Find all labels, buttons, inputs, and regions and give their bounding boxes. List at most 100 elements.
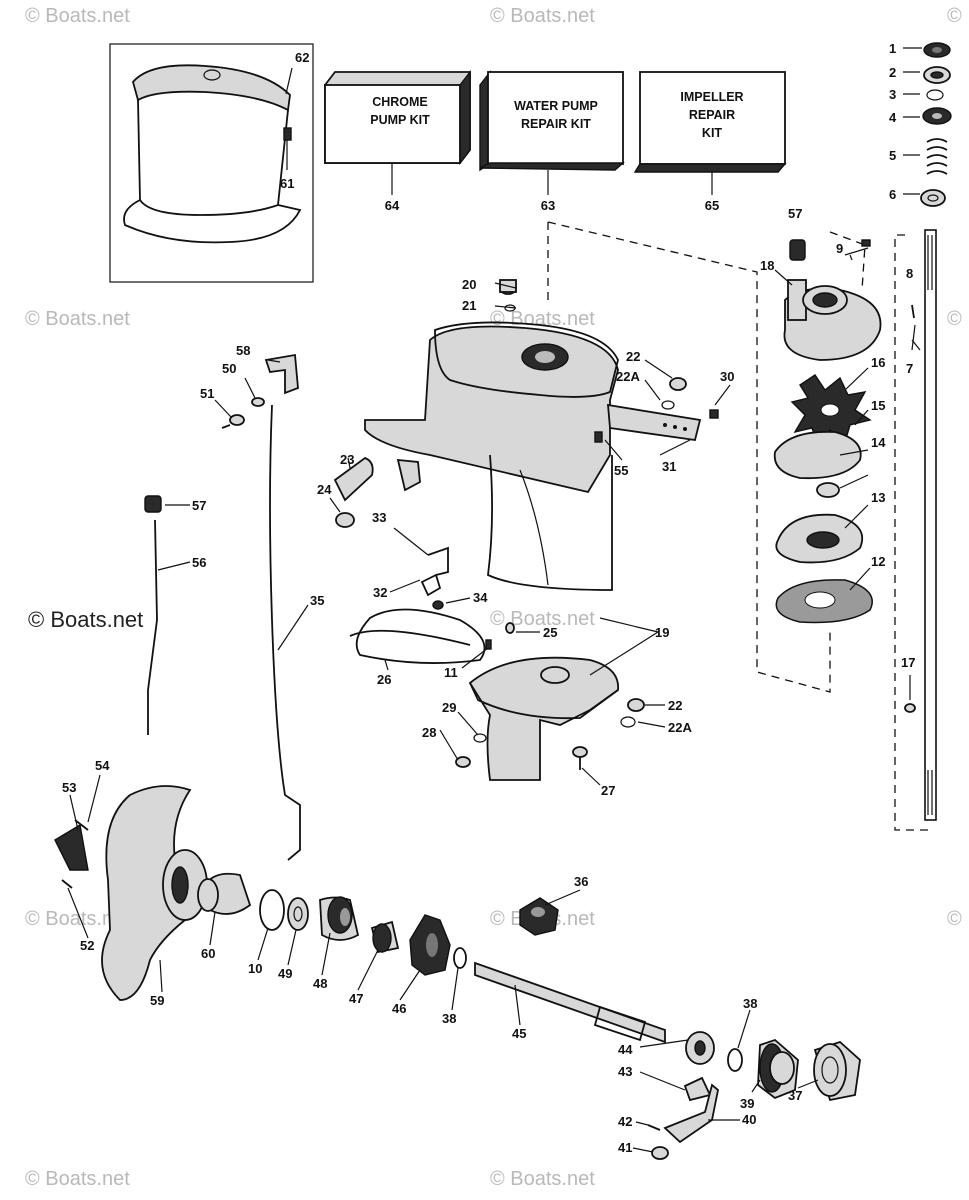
- watermark: © Boats.net: [490, 608, 595, 630]
- part-label: 38: [442, 1011, 456, 1026]
- part-labels: 62 61 1 2 3 4 5 6 7 8 9 57 18 16 15 14 1…: [62, 41, 915, 1155]
- shift-rod: [221, 353, 301, 861]
- part-label: 52: [80, 938, 94, 953]
- kit-label-line: REPAIR: [689, 108, 735, 122]
- part-label: 28: [422, 725, 436, 740]
- part-label: 62: [295, 50, 309, 65]
- propshaft-gear-train: [259, 889, 861, 1160]
- part-label: 6: [889, 187, 896, 202]
- watermark: ©: [947, 5, 962, 27]
- part-label: 8: [906, 266, 913, 281]
- exhaust-housing: [364, 321, 619, 591]
- watermark-main: © Boats.net: [28, 607, 143, 632]
- part-label: 54: [95, 758, 110, 773]
- part-label: 10: [248, 961, 262, 976]
- part-label: 32: [373, 585, 387, 600]
- part-label: 30: [720, 369, 734, 384]
- part-label: 22A: [668, 720, 692, 735]
- water-pump-group-outline: [547, 221, 866, 693]
- kit-label-line: IMPELLER: [680, 90, 743, 104]
- part-label: 42: [618, 1114, 632, 1129]
- watermark: © Boats.net: [490, 308, 595, 330]
- part-label: 22: [668, 698, 682, 713]
- watermark: ©: [947, 308, 962, 330]
- water-pump-assembly: [773, 239, 882, 624]
- part-label: 29: [442, 700, 456, 715]
- chrome-pump-housing-inset: [109, 43, 314, 283]
- part-label: 34: [473, 590, 488, 605]
- part-label: 57: [192, 498, 206, 513]
- part-label: 65: [705, 198, 719, 213]
- kit-label-line: CHROME: [372, 95, 428, 109]
- part-label: 36: [574, 874, 588, 889]
- propeller: [54, 785, 252, 1001]
- part-label: 4: [889, 110, 897, 125]
- part-label: 63: [541, 198, 555, 213]
- gearcase-fittings: [349, 546, 645, 770]
- leader-lines: [67, 47, 922, 1153]
- part-label: 1: [889, 41, 896, 56]
- watermark: © Boats.net: [25, 1168, 130, 1190]
- watermark: © Boats.net: [25, 5, 130, 27]
- gearcase: [468, 656, 619, 781]
- part-label: 43: [618, 1064, 632, 1079]
- watermark: © Boats.net: [490, 5, 595, 27]
- kit-label-line: REPAIR KIT: [521, 117, 591, 131]
- part-label: 9: [836, 241, 843, 256]
- part-label: 5: [889, 148, 896, 163]
- part-label: 49: [278, 966, 292, 981]
- chrome-pump-kit-box: CHROME PUMP KIT 64: [324, 69, 471, 213]
- part-label: 39: [740, 1096, 754, 1111]
- part-label: 3: [889, 87, 896, 102]
- kit-label-line: WATER PUMP: [514, 99, 598, 113]
- kit-label-line: KIT: [702, 126, 723, 140]
- impeller-repair-kit-box: IMPELLER REPAIR KIT 65: [633, 71, 787, 213]
- part-label: 53: [62, 780, 76, 795]
- part-label: 48: [313, 976, 327, 991]
- part-label: 11: [444, 665, 458, 680]
- part-label: 33: [372, 510, 386, 525]
- part-label: 56: [192, 555, 206, 570]
- part-label: 22: [626, 349, 640, 364]
- part-label: 50: [222, 361, 236, 376]
- part-label: 23: [340, 452, 354, 467]
- part-label: 17: [901, 655, 915, 670]
- part-label: 46: [392, 1001, 406, 1016]
- part-label: 2: [889, 65, 896, 80]
- part-label: 35: [310, 593, 324, 608]
- watermark: © Boats.net: [490, 1168, 595, 1190]
- part-label: 7: [906, 361, 913, 376]
- watermark: © Boats.net: [25, 908, 130, 930]
- part-label: 13: [871, 490, 885, 505]
- part-label: 19: [655, 625, 669, 640]
- part-label: 16: [871, 355, 885, 370]
- part-label: 22A: [616, 369, 640, 384]
- part-label: 25: [543, 625, 557, 640]
- part-label: 51: [200, 386, 214, 401]
- part-label: 57: [788, 206, 802, 221]
- driveshaft: [894, 229, 937, 831]
- part-label: 58: [236, 343, 250, 358]
- part-label: 26: [377, 672, 391, 687]
- kit-label-line: PUMP KIT: [370, 113, 430, 127]
- part-label: 64: [385, 198, 400, 213]
- watermark: ©: [947, 908, 962, 930]
- part-label: 37: [788, 1088, 802, 1103]
- part-label: 41: [618, 1140, 632, 1155]
- part-label: 60: [201, 946, 215, 961]
- part-label: 55: [614, 463, 628, 478]
- part-label: 45: [512, 1026, 526, 1041]
- part-label: 38: [743, 996, 757, 1011]
- part-label: 18: [760, 258, 774, 273]
- part-label: 47: [349, 991, 363, 1006]
- part-label: 24: [317, 482, 332, 497]
- part-label: 61: [280, 176, 294, 191]
- part-label: 12: [871, 554, 885, 569]
- part-label: 31: [662, 459, 676, 474]
- part-label: 44: [618, 1042, 633, 1057]
- part-label: 27: [601, 783, 615, 798]
- part-label: 15: [871, 398, 885, 413]
- water-pump-repair-kit-box: WATER PUMP REPAIR KIT 63: [479, 69, 625, 213]
- seal-stack-parts: [920, 42, 952, 207]
